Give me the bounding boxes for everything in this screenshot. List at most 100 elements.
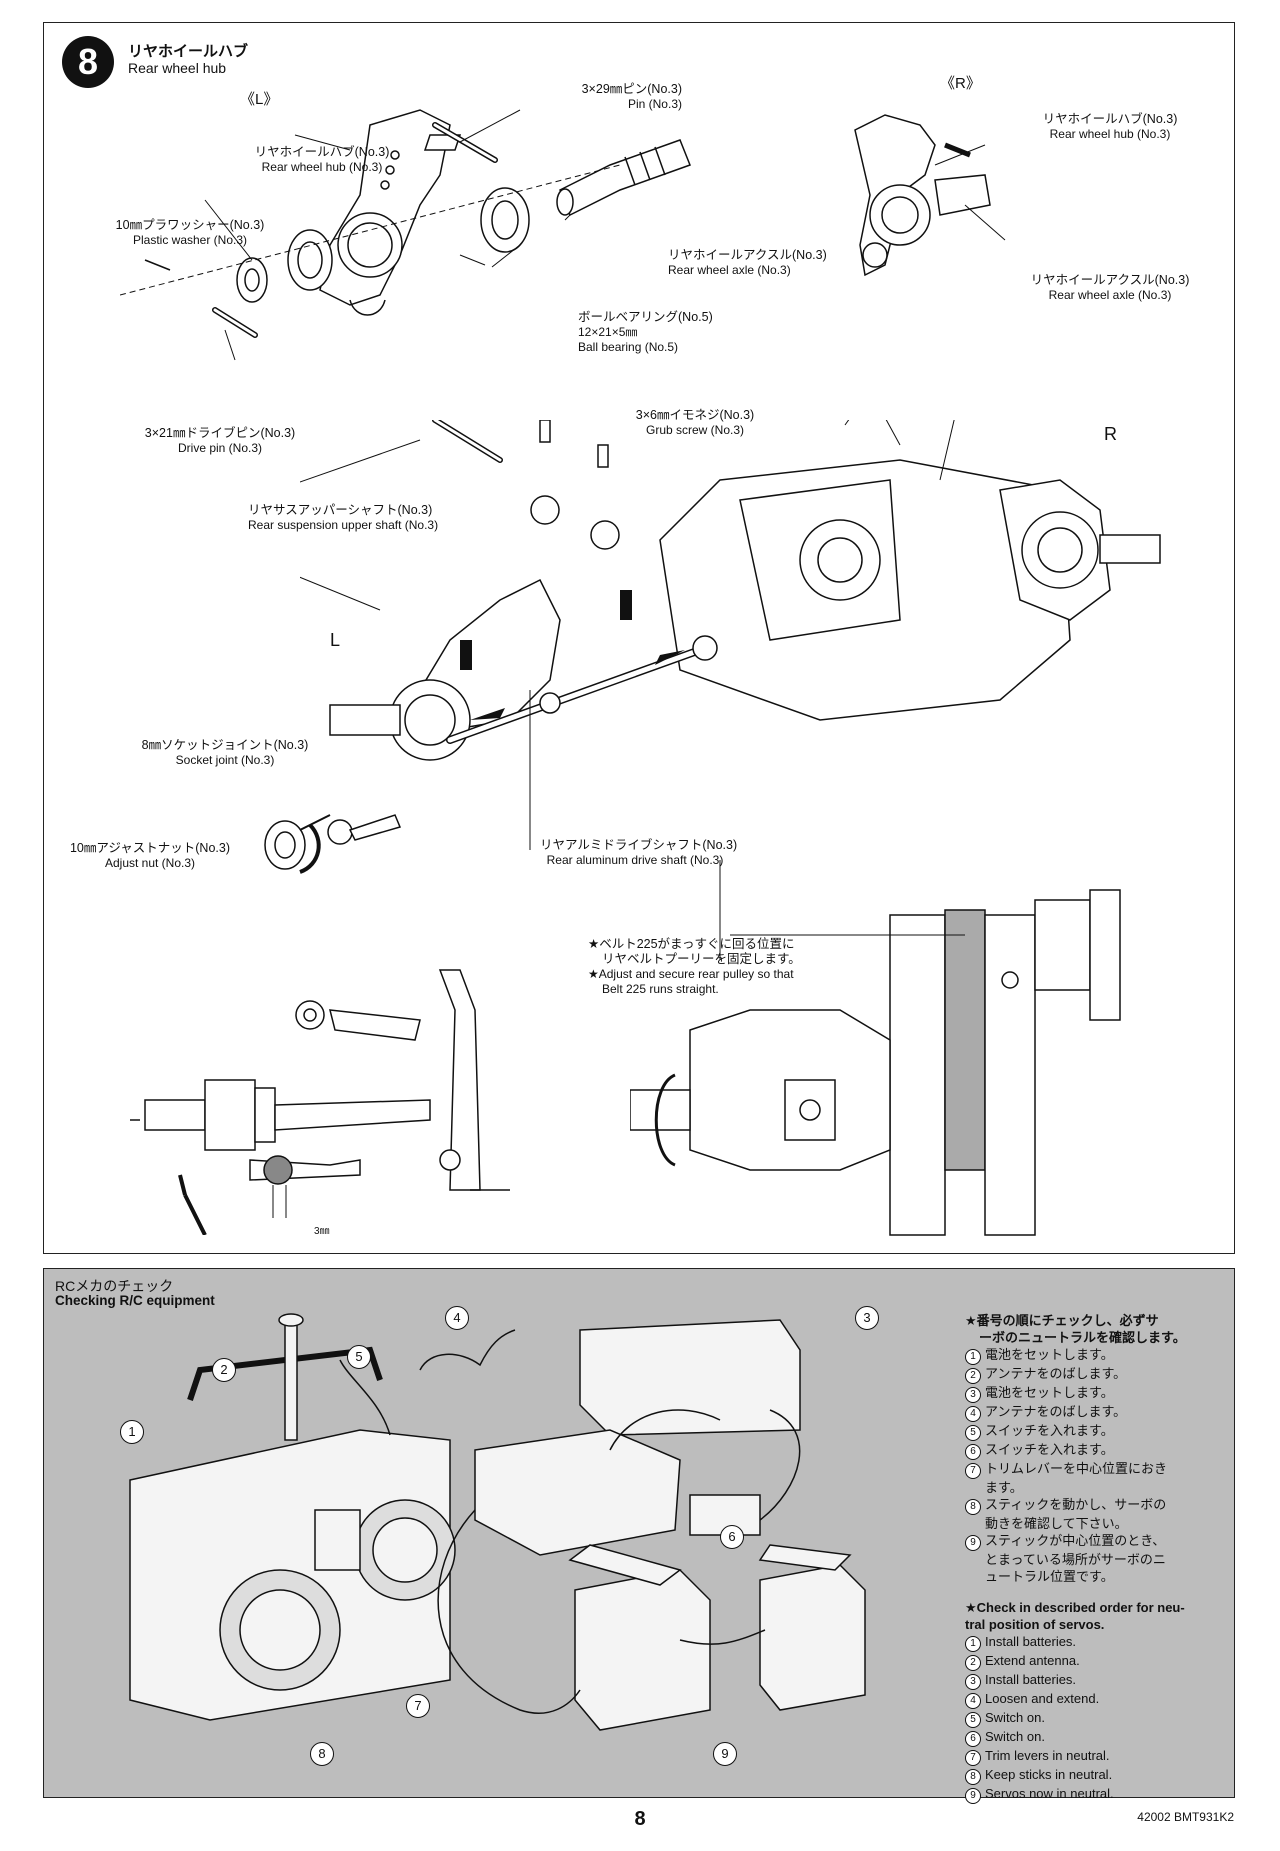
rc-en-head-1: ★Check in described order for neu-	[965, 1600, 1185, 1615]
step-title-jp: リヤホイールハブ	[128, 43, 249, 60]
label-grub-screw-en: Grub screw (No.3)	[645, 423, 745, 437]
label-socket-joint-jp: 8㎜ソケットジョイント(No.3)	[141, 738, 309, 752]
label-upper-shaft: リヤサスアッパーシャフト(No.3) Rear suspension upper…	[248, 503, 438, 533]
label-big-R: R	[1104, 424, 1117, 444]
page-number: 8	[634, 1808, 646, 1830]
right-hub-illustration	[854, 114, 1006, 277]
label-hub-right-jp: リヤホイールハブ(No.3)	[1042, 112, 1178, 126]
label-adjust-nut-jp: 10㎜アジャストナット(No.3)	[69, 841, 230, 855]
label-grub-screw-jp: 3×6㎜イモネジ(No.3)	[635, 408, 755, 422]
rc-equipment-illustration	[129, 1313, 866, 1731]
label-drive-shaft-jp: リヤアルミドライブシャフト(No.3)	[540, 838, 738, 852]
rc-jp-item-8-cont: 動きを確認して下さい。	[985, 1516, 1128, 1531]
label-upper-shaft-en: Rear suspension upper shaft (No.3)	[248, 518, 439, 532]
label-upper-shaft-jp: リヤサスアッパーシャフト(No.3)	[248, 503, 433, 517]
label-ball-bearing-jp: ボールベアリング(No.5)	[578, 310, 713, 324]
label-3mm-dimension: 3㎜	[314, 1226, 330, 1237]
step-8-frame	[43, 22, 1235, 1254]
label-drive-shaft: リヤアルミドライブシャフト(No.3) Rear aluminum drive …	[540, 838, 738, 868]
label-washer-jp: 10㎜プラワッシャー(No.3)	[115, 218, 265, 232]
rc-jp-head-1: ★番号の順にチェックし、必ずサ	[965, 1313, 1159, 1328]
label-washer-en: Plastic washer (No.3)	[132, 233, 248, 247]
rc-title-en: Checking R/C equipment	[55, 1293, 215, 1308]
label-drive-pin-jp: 3×21㎜ドライブピン(No.3)	[144, 426, 296, 440]
callout-7: 7	[406, 1694, 430, 1718]
label-drive-pin: 3×21㎜ドライブピン(No.3) Drive pin (No.3)	[125, 426, 315, 456]
callout-8: 8	[310, 1742, 334, 1766]
label-hub-left: リヤホイールハブ(No.3) Rear wheel hub (No.3)	[222, 145, 422, 175]
label-pin: 3×29㎜ピン(No.3) Pin (No.3)	[582, 82, 682, 112]
label-belt-note-en2: Belt 225 runs straight.	[602, 982, 719, 996]
rc-jp-item-9-cont-b: ュートラル位置です。	[985, 1569, 1114, 1584]
label-grub-screw: 3×6㎜イモネジ(No.3) Grub screw (No.3)	[600, 408, 790, 438]
label-socket-joint-en: Socket joint (No.3)	[175, 753, 275, 767]
label-axle-right-en: Rear wheel axle (No.3)	[1048, 288, 1172, 302]
rc-jp-head-2: ーボのニュートラルを確認します。	[979, 1330, 1186, 1345]
document-code: 42002 BMT931K2	[1137, 1810, 1234, 1824]
label-axle-right: リヤホイールアクスル(No.3) Rear wheel axle (No.3)	[1020, 273, 1200, 303]
label-adjust-nut: 10㎜アジャストナット(No.3) Adjust nut (No.3)	[65, 841, 235, 871]
label-hub-right-en: Rear wheel hub (No.3)	[1049, 127, 1171, 141]
label-ball-bearing: ボールベアリング(No.5) 12×21×5㎜ Ball bearing (No…	[578, 310, 713, 355]
label-drive-shaft-en: Rear aluminum drive shaft (No.3)	[546, 853, 724, 867]
label-big-L: L	[330, 630, 341, 650]
label-axle-right-jp: リヤホイールアクスル(No.3)	[1030, 273, 1190, 287]
label-belt-note-jp1: ★ベルト225がまっすぐに回る位置に	[588, 937, 795, 951]
label-belt-note: ★ベルト225がまっすぐに回る位置に リヤベルトプーリーを固定します。 ★Adj…	[588, 937, 801, 997]
camber-detail-illustration	[130, 969, 510, 1235]
left-hub-exploded-illustration	[120, 109, 691, 361]
label-pin-jp: 3×29㎜ピン(No.3)	[581, 82, 682, 96]
label-drive-pin-en: Drive pin (No.3)	[177, 441, 263, 455]
left-side-tag: 《L》	[240, 91, 279, 108]
step-title-en: Rear wheel hub	[128, 60, 227, 76]
callout-1: 1	[120, 1420, 144, 1444]
rear-suspension-assembly-illustration	[300, 420, 1161, 850]
label-pin-en: Pin (No.3)	[627, 97, 682, 111]
callout-3: 3	[855, 1306, 879, 1330]
label-axle-left-jp: リヤホイールアクスル(No.3)	[668, 248, 827, 262]
right-side-tag: 《R》	[940, 75, 981, 92]
label-ball-bearing-size: 12×21×5㎜	[578, 325, 638, 339]
label-belt-note-jp2: リヤベルトプーリーを固定します。	[602, 952, 801, 966]
callout-6: 6	[720, 1525, 744, 1549]
label-belt-note-en1: ★Adjust and secure rear pulley so that	[588, 967, 794, 981]
pulley-alignment-illustration	[630, 860, 1121, 1236]
label-hub-right: リヤホイールハブ(No.3) Rear wheel hub (No.3)	[1020, 112, 1200, 142]
adjust-nut-illustration	[264, 814, 402, 874]
label-socket-joint: 8㎜ソケットジョイント(No.3) Socket joint (No.3)	[135, 738, 315, 768]
label-washer: 10㎜プラワッシャー(No.3) Plastic washer (No.3)	[105, 218, 275, 248]
rc-jp-item-9-cont-a: とまっている場所がサーボのニ	[985, 1552, 1166, 1567]
label-hub-left-en: Rear wheel hub (No.3)	[261, 160, 383, 174]
label-axle-left-en: Rear wheel axle (No.3)	[668, 263, 791, 277]
rc-en-head-2: tral position of servos.	[965, 1617, 1105, 1632]
callout-5: 5	[347, 1345, 371, 1369]
step-number-badge: 8	[62, 36, 114, 88]
rc-title-jp: RCメカのチェック	[55, 1278, 174, 1294]
label-hub-left-jp: リヤホイールハブ(No.3)	[254, 145, 390, 159]
rc-jp-item-7-cont: ます。	[985, 1480, 1023, 1495]
label-axle-left: リヤホイールアクスル(No.3) Rear wheel axle (No.3)	[668, 248, 827, 278]
callout-4: 4	[445, 1306, 469, 1330]
label-ball-bearing-en: Ball bearing (No.5)	[578, 340, 679, 354]
callout-9: 9	[713, 1742, 737, 1766]
callout-2: 2	[212, 1358, 236, 1382]
